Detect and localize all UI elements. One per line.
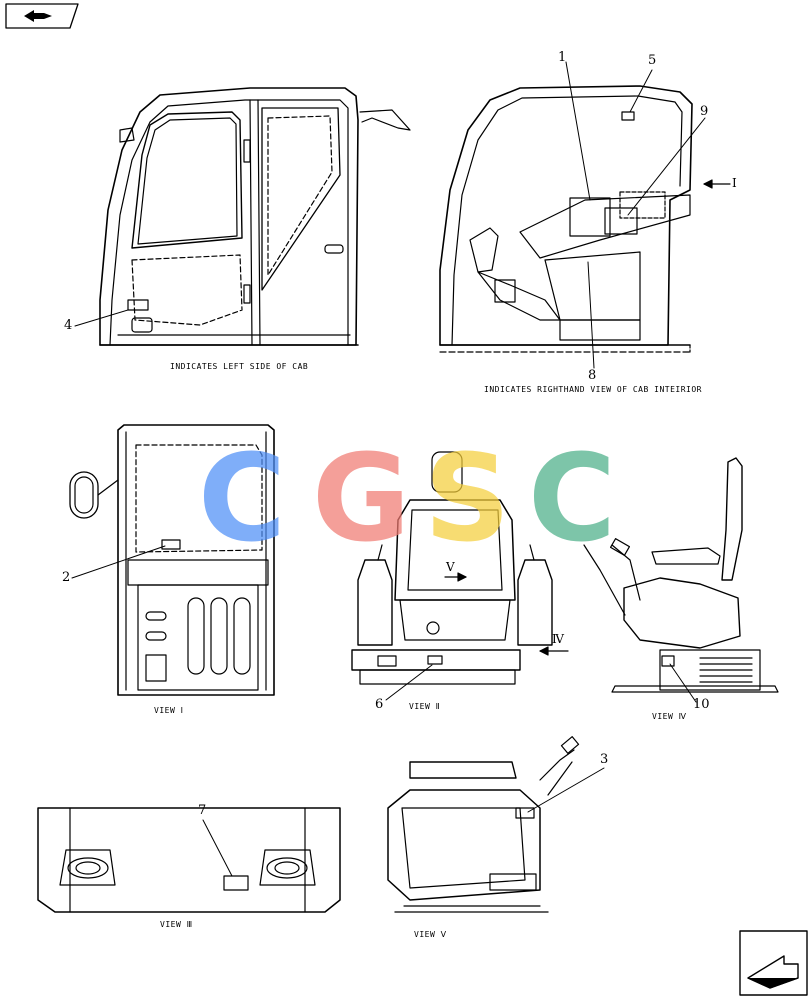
watermark-letter-g: G [312,430,411,569]
caption-righthand-view: INDICATES RIGHTHAND VIEW OF CAB INTEIRIO… [484,385,702,394]
view-3-drawing [37,807,341,913]
callout-2: 2 [62,570,71,585]
callout-1: 1 [558,50,567,65]
next-page-icon[interactable] [739,930,808,996]
caption-view-4: VIEW Ⅳ [652,712,687,721]
callout-9: 9 [700,104,709,119]
callout-5: 5 [648,53,657,68]
forward-page-icon[interactable] [5,3,79,29]
view-marker-iv: Ⅳ [552,632,564,646]
callout-10: 10 [693,697,710,712]
callout-6: 6 [375,697,384,712]
caption-view-5: VIEW Ⅴ [414,930,447,939]
watermark-letter-c1: C [198,430,287,569]
caption-view-1: VIEW Ⅰ [154,706,184,715]
view-5-drawing [387,736,605,913]
watermark-letter-c2: C [528,430,617,569]
cab-left-side-drawing [74,87,411,346]
view-4-drawing [583,457,779,703]
callout-3: 3 [600,752,609,767]
view-1-drawing [69,424,275,696]
view-marker-v: V [446,560,455,574]
caption-view-3: VIEW Ⅲ [160,920,193,929]
view-marker-i: Ⅰ [732,176,737,190]
view-2-drawing [351,451,569,701]
callout-4: 4 [64,318,73,333]
cab-interior-drawing [439,61,731,369]
callout-8: 8 [588,368,597,383]
watermark-letter-s: S [424,430,511,569]
caption-left-side: INDICATES LEFT SIDE OF CAB [170,362,309,371]
caption-view-2: VIEW Ⅱ [409,702,441,711]
callout-7: 7 [198,803,207,818]
